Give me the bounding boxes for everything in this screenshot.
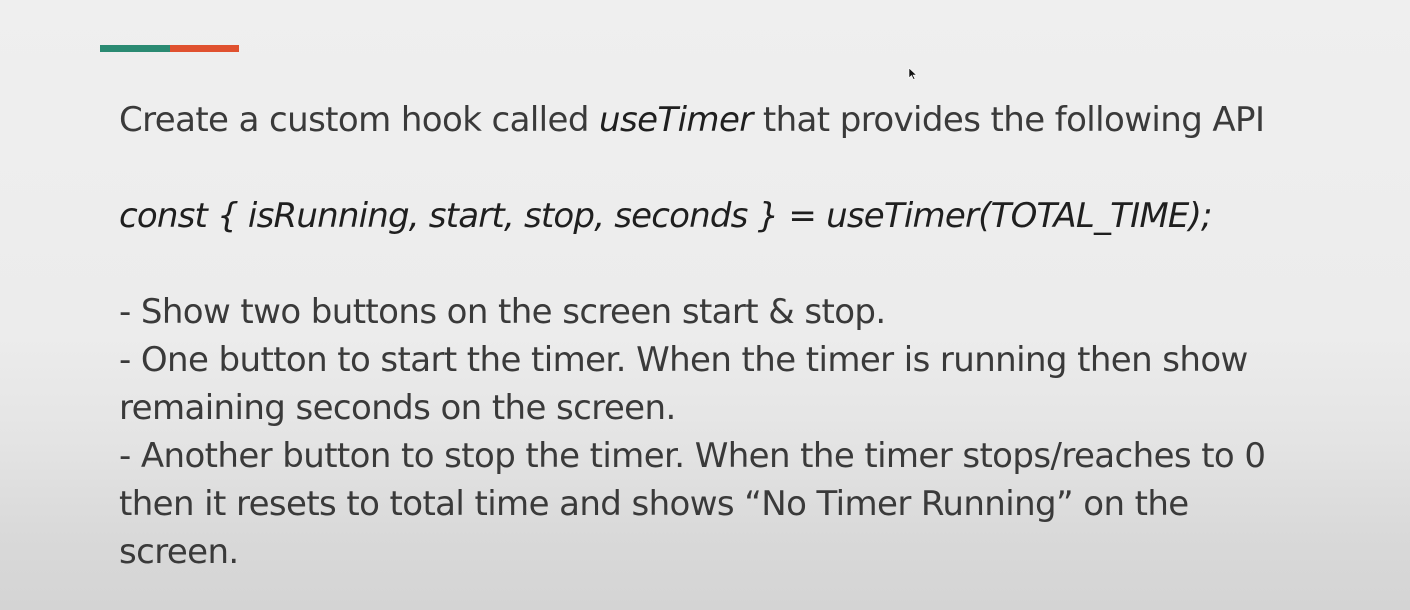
accent-bar (100, 45, 239, 52)
mouse-pointer-icon (908, 68, 918, 80)
accent-bar-orange (170, 45, 239, 52)
requirement-line: - One button to start the timer. When th… (119, 340, 1248, 380)
requirement-line: screen. (119, 532, 239, 572)
intro-after: that provides the following API (752, 100, 1265, 140)
requirements-list: - Show two buttons on the screen start &… (119, 288, 1399, 576)
accent-bar-green (100, 45, 170, 52)
intro-before: Create a custom hook called (119, 100, 600, 140)
intro-text: Create a custom hook called useTimer tha… (119, 96, 1399, 144)
requirement-line: then it resets to total time and shows “… (119, 484, 1189, 524)
hook-name: useTimer (599, 100, 753, 140)
slide-content: Create a custom hook called useTimer tha… (119, 96, 1399, 576)
api-signature: const { isRunning, start, stop, seconds … (119, 196, 1213, 236)
requirement-line: - Another button to stop the timer. When… (119, 436, 1266, 476)
requirement-line: - Show two buttons on the screen start &… (119, 292, 886, 332)
requirement-line: remaining seconds on the screen. (119, 388, 676, 428)
